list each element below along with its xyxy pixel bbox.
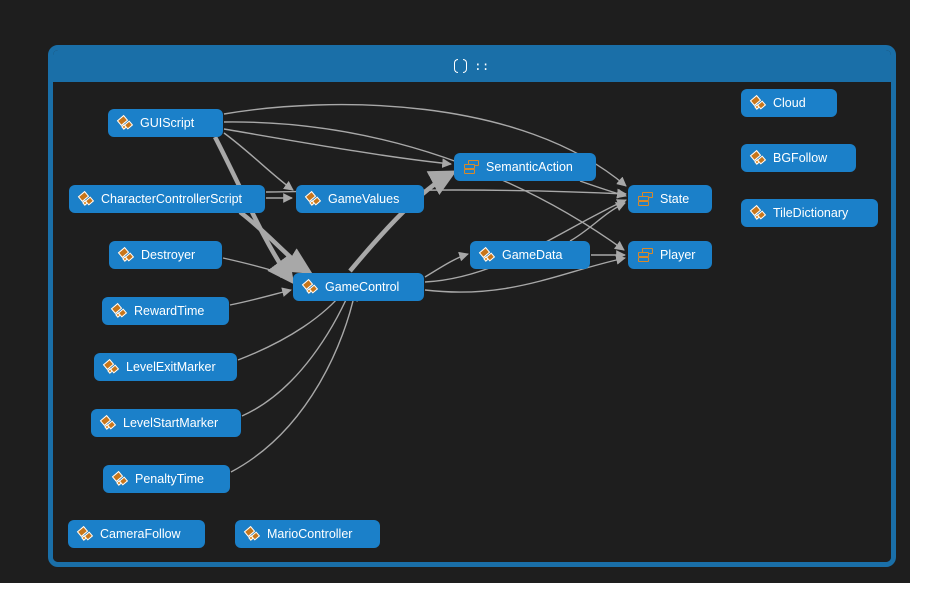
graph-node-mariocontroller[interactable]: MarioController [235, 520, 380, 548]
graph-node-label: State [660, 191, 690, 206]
graph-node-label: SemanticAction [486, 159, 573, 174]
csharp-script-icon [749, 94, 767, 111]
csharp-script-icon [116, 114, 134, 131]
graph-node-label: GUIScript [140, 115, 195, 130]
graph-node-levelstartmarker[interactable]: LevelStartMarker [91, 409, 241, 437]
graph-node-penaltytime[interactable]: PenaltyTime [103, 465, 230, 493]
graph-node-guiscript[interactable]: GUIScript [108, 109, 223, 137]
csharp-script-icon [76, 525, 94, 542]
graph-node-destroyer[interactable]: Destroyer [109, 241, 222, 269]
graph-node-label: GameControl [325, 279, 400, 294]
graph-node-label: RewardTime [134, 303, 205, 318]
csharp-script-icon [110, 302, 128, 319]
graph-node-gamedata[interactable]: GameData [470, 241, 590, 269]
csharp-script-icon [749, 149, 767, 166]
graph-node-label: TileDictionary [773, 205, 849, 220]
namespace-braces-icon [454, 59, 468, 73]
graph-node-camerafollow[interactable]: CameraFollow [68, 520, 205, 548]
graph-node-tiledictionary[interactable]: TileDictionary [741, 199, 878, 227]
csharp-script-icon [243, 525, 261, 542]
graph-node-rewardtime[interactable]: RewardTime [102, 297, 229, 325]
graph-node-label: LevelExitMarker [126, 359, 216, 374]
csharp-script-icon [301, 278, 319, 295]
graph-node-label: CharacterControllerScript [101, 191, 243, 206]
graph-node-state[interactable]: State [628, 185, 712, 213]
graph-node-gamevalues[interactable]: GameValues [296, 185, 424, 213]
graph-node-levelexitmarker[interactable]: LevelExitMarker [94, 353, 237, 381]
csharp-script-icon [117, 246, 135, 263]
csharp-script-icon [478, 246, 496, 263]
graph-node-label: GameValues [328, 191, 400, 206]
csharp-script-icon [749, 204, 767, 221]
graph-node-semanticaction[interactable]: SemanticAction [454, 153, 596, 181]
class-stack-icon [638, 192, 653, 206]
graph-node-label: MarioController [267, 526, 353, 541]
csharp-script-icon [102, 358, 120, 375]
graph-node-player[interactable]: Player [628, 241, 712, 269]
graph-node-gamecontrol[interactable]: GameControl [293, 273, 424, 301]
graph-node-label: CameraFollow [100, 526, 181, 541]
graph-node-label: Destroyer [141, 247, 196, 262]
class-stack-icon [638, 248, 653, 262]
class-stack-icon [464, 160, 479, 174]
csharp-script-icon [99, 414, 117, 431]
graph-node-cloud[interactable]: Cloud [741, 89, 837, 117]
graph-node-label: GameData [502, 247, 563, 262]
csharp-script-icon [304, 190, 322, 207]
graph-node-label: PenaltyTime [135, 471, 205, 486]
graph-node-label: BGFollow [773, 150, 828, 165]
csharp-script-icon [77, 190, 95, 207]
graph-node-label: Cloud [773, 95, 806, 110]
graph-node-charactercontrollerscript[interactable]: CharacterControllerScript [69, 185, 265, 213]
graph-node-bgfollow[interactable]: BGFollow [741, 144, 856, 172]
graph-node-label: Player [660, 247, 696, 262]
csharp-script-icon [111, 470, 129, 487]
namespace-group-title: :: [474, 59, 490, 73]
namespace-group-titlebar[interactable]: :: [53, 50, 891, 82]
graph-node-label: LevelStartMarker [123, 415, 219, 430]
